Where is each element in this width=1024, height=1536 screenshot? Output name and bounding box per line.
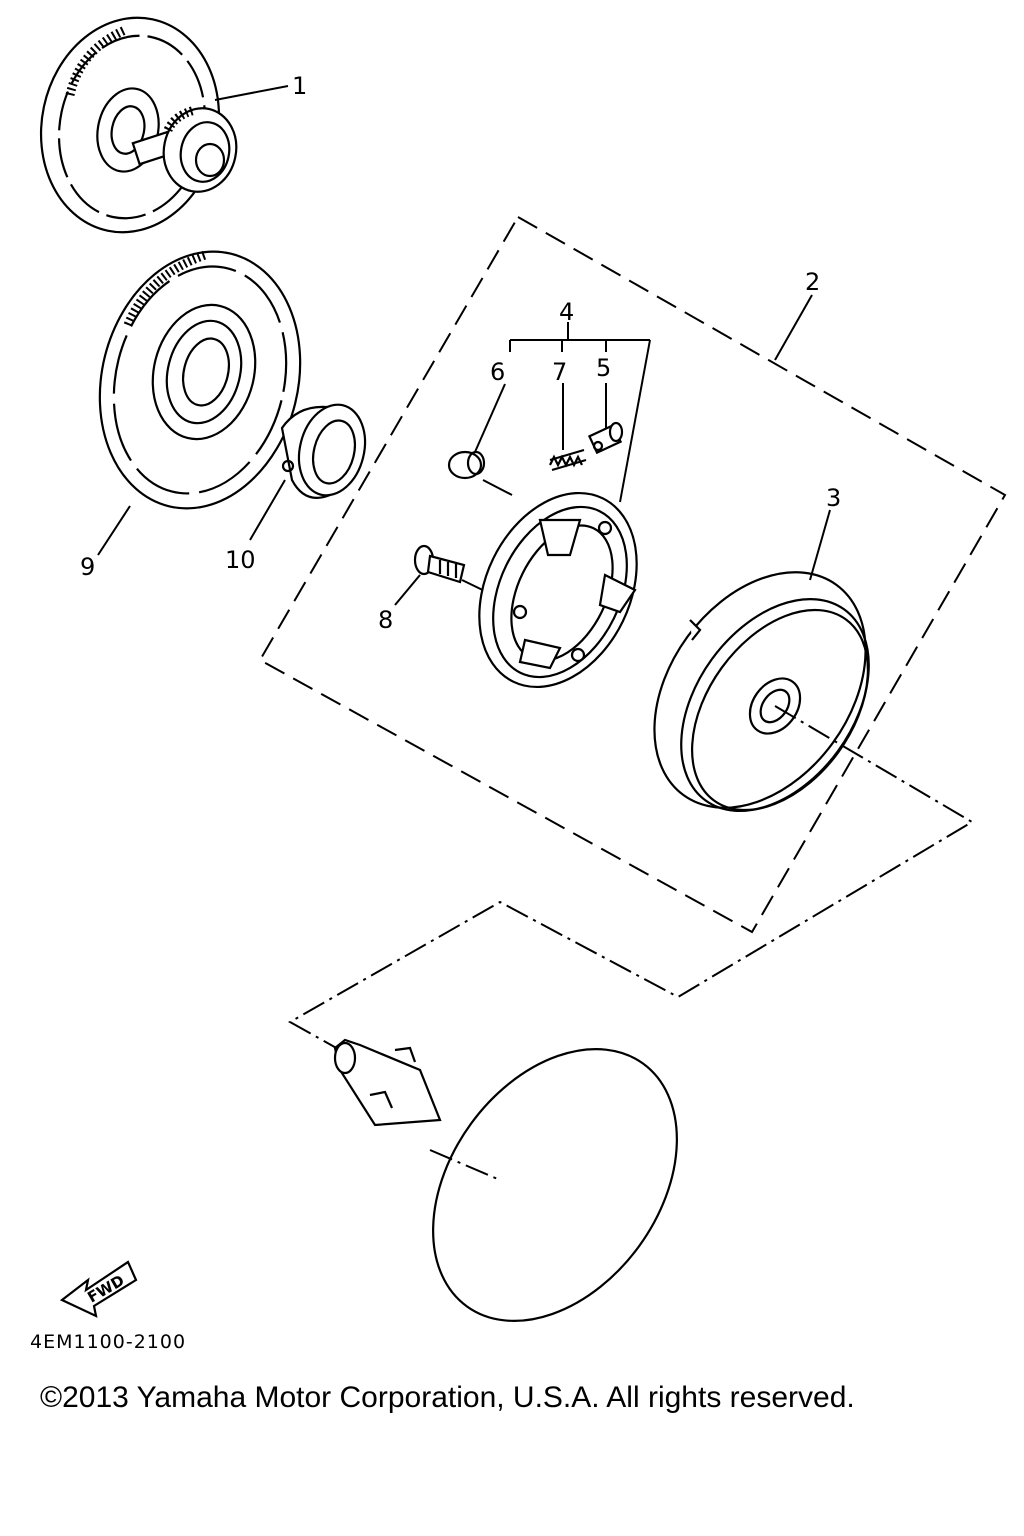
label-part-6: 6 [490, 358, 505, 386]
part-6-roller[interactable] [447, 383, 513, 496]
part-4-clutch-body[interactable] [449, 467, 668, 713]
part-9-wheel-gear[interactable] [73, 230, 326, 530]
part-1-starter-gear[interactable] [21, 1, 243, 249]
label-part-8: 8 [378, 606, 393, 634]
label-part-1: 1 [292, 72, 307, 100]
fwd-arrow-icon: FWD [59, 1260, 138, 1318]
shaft-alignment-line [287, 705, 974, 1051]
part-4-bracket [509, 322, 651, 503]
leader-line-2 [774, 294, 813, 361]
part-3-clutch-housing[interactable] [611, 532, 909, 848]
diagram-code: 4EM1100-2100 [30, 1331, 186, 1353]
label-part-3: 3 [826, 484, 841, 512]
leader-line-10 [249, 479, 286, 541]
part-10-bushing[interactable] [280, 398, 374, 503]
leader-line-9 [97, 505, 131, 556]
part-5-plunger[interactable] [587, 383, 624, 455]
assembly-box-outline [258, 215, 1007, 934]
part-7-spring[interactable] [549, 383, 587, 472]
label-part-2: 2 [805, 268, 820, 296]
label-part-10: 10 [225, 546, 256, 574]
leader-line-3 [809, 509, 831, 581]
leader-line-1 [214, 85, 289, 101]
copyright-notice: ©2013 Yamaha Motor Corporation, U.S.A. A… [40, 1381, 855, 1414]
label-part-9: 9 [80, 553, 95, 581]
label-part-5: 5 [596, 354, 611, 382]
label-part-4: 4 [559, 298, 574, 326]
part-8-screw[interactable] [394, 544, 496, 606]
label-part-7: 7 [552, 358, 567, 386]
crankshaft-rotor[interactable] [333, 1003, 727, 1368]
